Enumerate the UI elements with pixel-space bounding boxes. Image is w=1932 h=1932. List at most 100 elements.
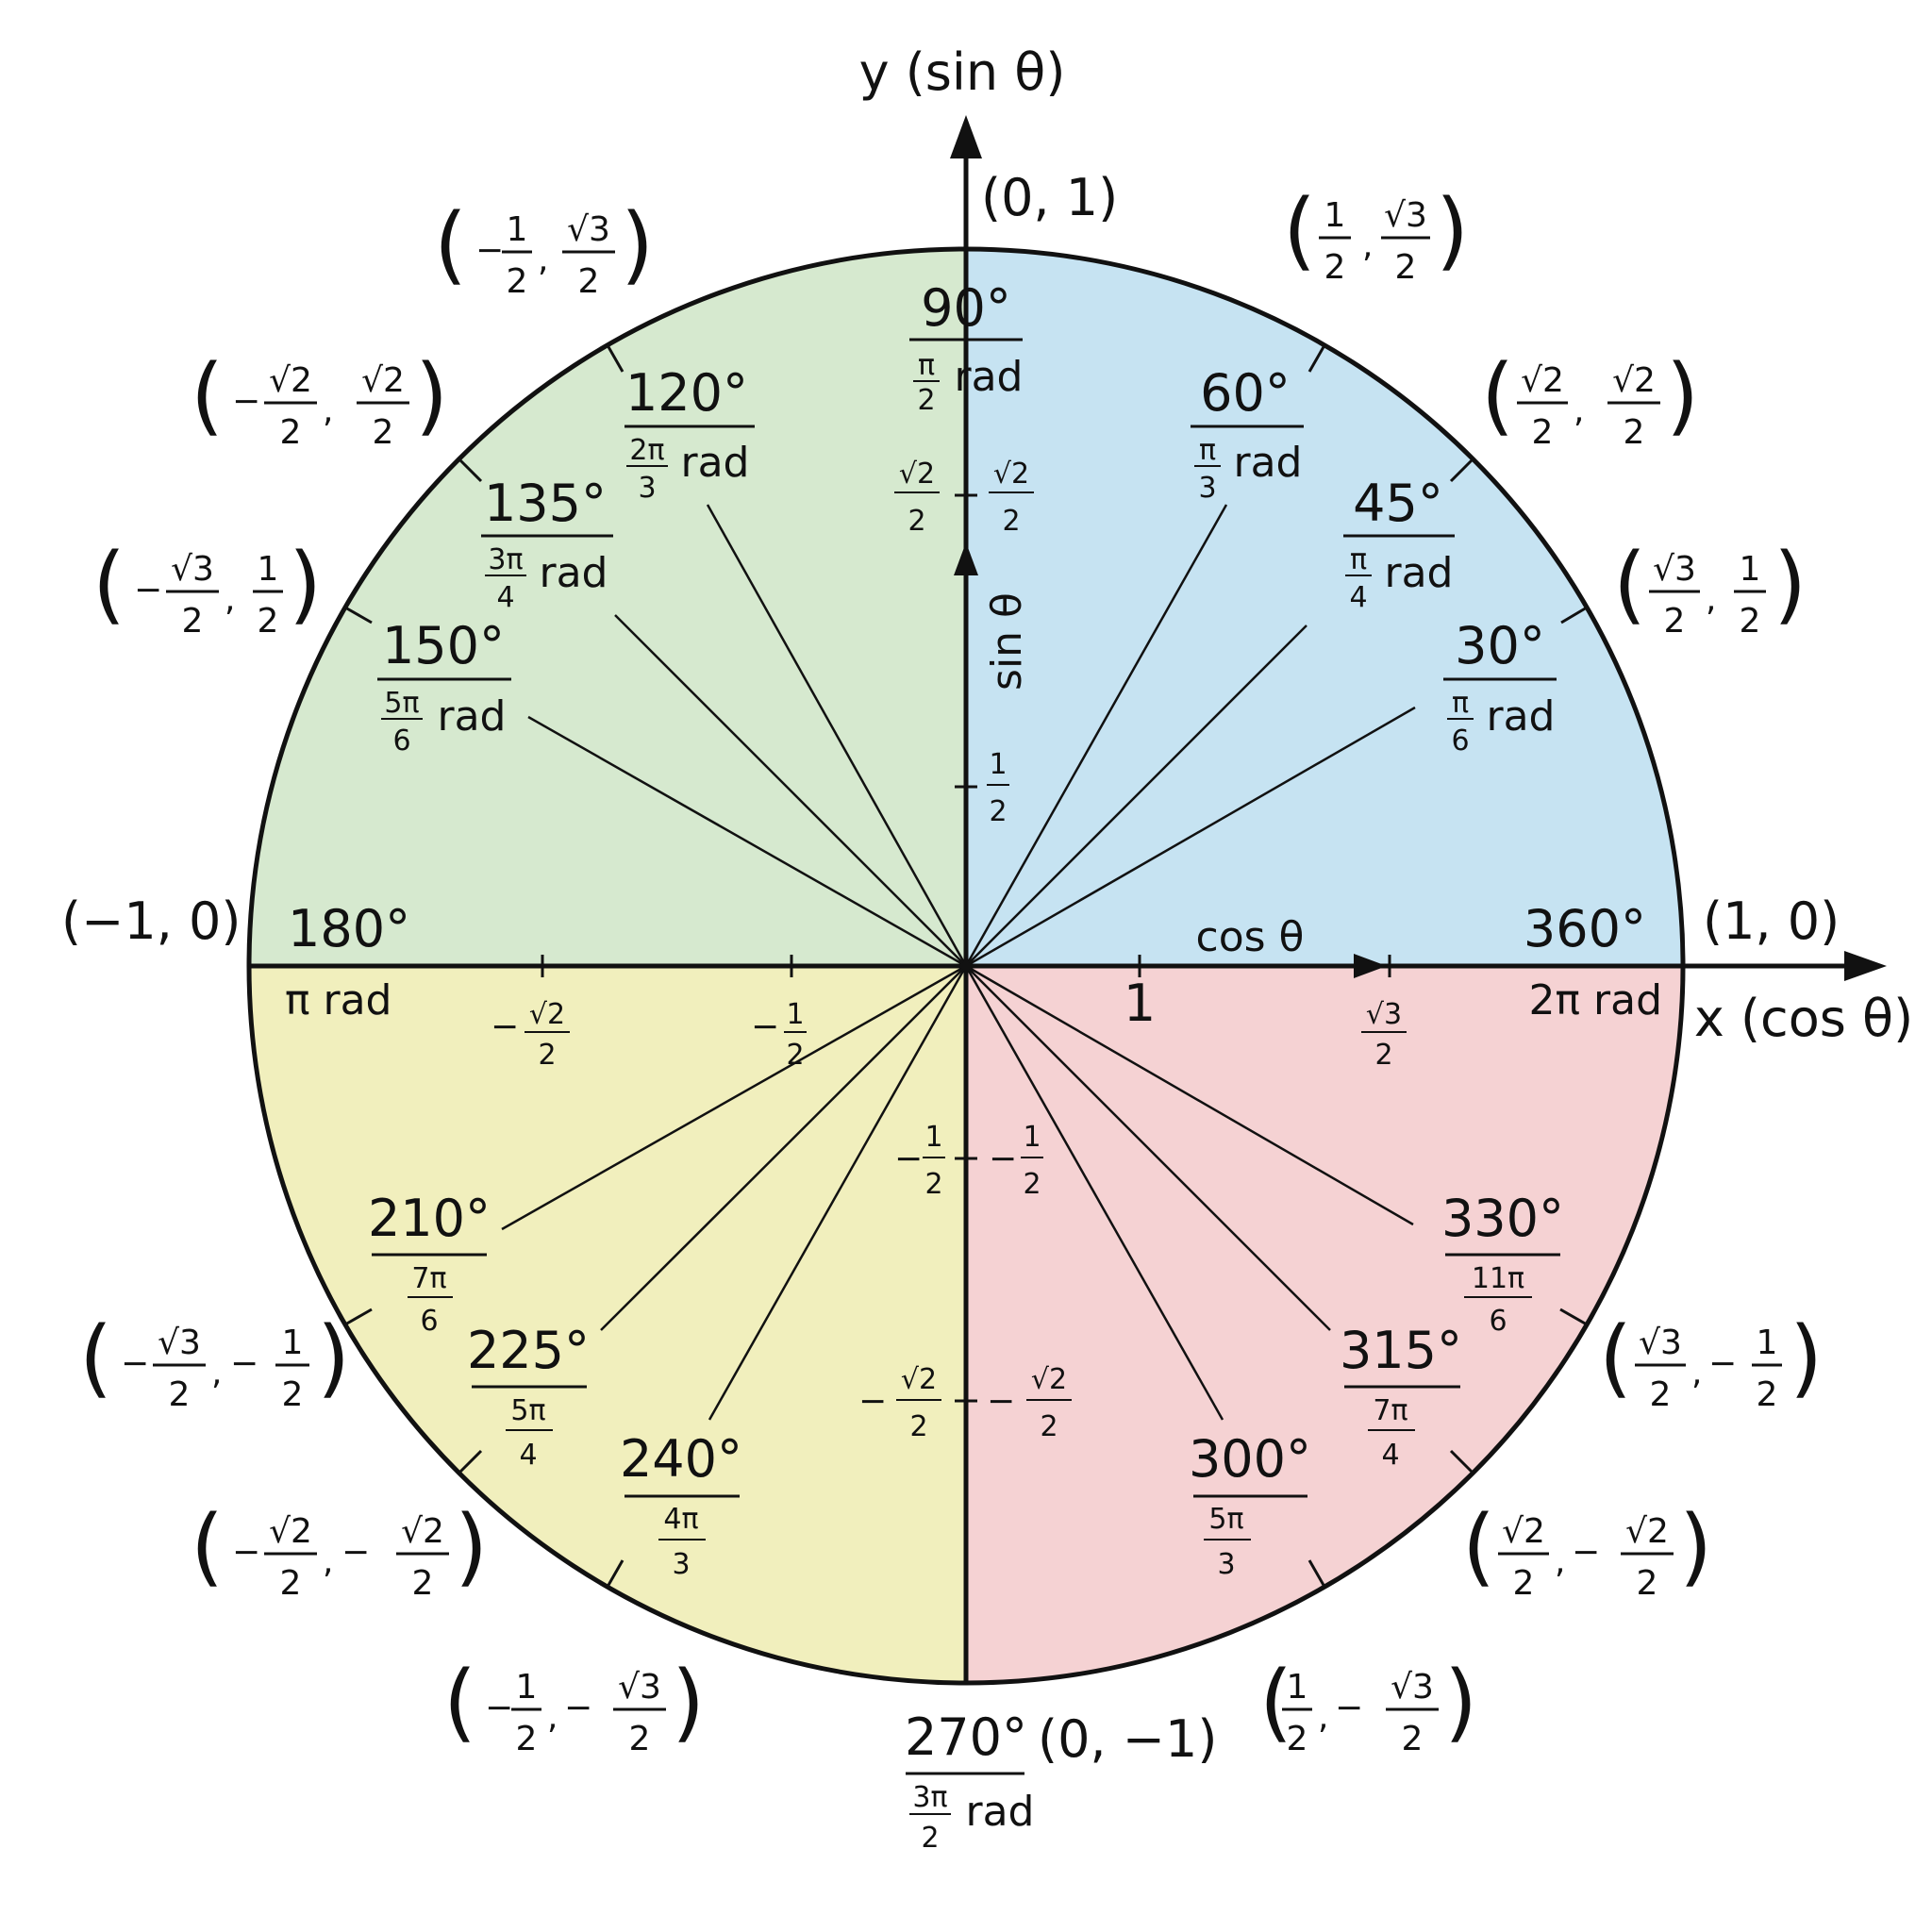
- svg-text:2: 2: [373, 413, 394, 452]
- angle-label-225: 225° 5π 4: [467, 1321, 590, 1472]
- svg-text:): ): [455, 1497, 488, 1596]
- svg-text:4π: 4π: [663, 1503, 698, 1536]
- svg-text:5π: 5π: [1208, 1503, 1243, 1536]
- coord-240: ( − 1 2 , − √3 2 ): [443, 1653, 705, 1758]
- svg-text:√3: √3: [1384, 196, 1427, 235]
- ray-225: [600, 965, 967, 1331]
- svg-text:4: 4: [496, 581, 514, 614]
- svg-text:2: 2: [182, 602, 204, 641]
- svg-text:−: −: [858, 1382, 887, 1421]
- svg-text:1: 1: [1757, 1324, 1778, 1362]
- svg-text:2: 2: [1395, 248, 1417, 287]
- sin-theta-label: sin θ: [983, 592, 1031, 691]
- circle-tick-marks: [344, 344, 1588, 1588]
- svg-text:): ): [1679, 1497, 1712, 1596]
- svg-text:2π: 2π: [629, 434, 664, 467]
- svg-text:150°: 150°: [382, 616, 505, 675]
- svg-text:,: ,: [547, 1698, 558, 1737]
- svg-text:−: −: [1572, 1533, 1600, 1572]
- coord-45: ( √2 2 , √2 2 ): [1481, 346, 1699, 452]
- svg-text:6: 6: [1451, 724, 1469, 758]
- svg-text:2: 2: [282, 1375, 304, 1414]
- svg-text:π: π: [1452, 687, 1469, 720]
- svg-text:rad: rad: [1487, 692, 1556, 741]
- svg-text:,: ,: [323, 1542, 333, 1581]
- svg-text:1: 1: [282, 1324, 304, 1362]
- ray-240: [708, 965, 968, 1421]
- svg-text:√2: √2: [993, 458, 1029, 491]
- svg-text:3π: 3π: [912, 1781, 947, 1814]
- svg-text:2π rad: 2π rad: [1529, 976, 1662, 1024]
- svg-text:2: 2: [169, 1375, 191, 1414]
- svg-text:−: −: [134, 571, 162, 609]
- x-tick-neg-1-2: − 1 2: [751, 998, 807, 1072]
- svg-text:6: 6: [1489, 1305, 1507, 1338]
- svg-text:2: 2: [412, 1564, 434, 1603]
- svg-text:2: 2: [924, 1168, 942, 1201]
- svg-text:,: ,: [1574, 391, 1584, 430]
- sin-arrow-icon: [954, 542, 978, 575]
- svg-text:3: 3: [1198, 472, 1216, 505]
- ray-315: [965, 965, 1331, 1331]
- svg-text:): ): [1436, 181, 1469, 280]
- svg-text:(: (: [1462, 1497, 1495, 1596]
- svg-text:√2: √2: [1521, 361, 1564, 400]
- svg-text:30°: 30°: [1455, 616, 1545, 675]
- svg-text:2: 2: [786, 1039, 804, 1072]
- coord-30: ( √3 2 , 1 2 ): [1613, 535, 1807, 641]
- svg-text:√2: √2: [401, 1512, 444, 1551]
- point-1-0: (1, 0): [1703, 891, 1840, 951]
- svg-text:): ): [1444, 1653, 1477, 1752]
- svg-text:rad: rad: [1385, 549, 1454, 597]
- svg-text:,: ,: [1362, 226, 1373, 265]
- svg-text:,: ,: [1691, 1354, 1702, 1392]
- svg-text:rad: rad: [1234, 439, 1303, 487]
- svg-text:rad: rad: [438, 692, 507, 741]
- svg-text:,: ,: [211, 1354, 222, 1392]
- svg-text:3π: 3π: [488, 543, 523, 576]
- svg-text:−: −: [485, 1689, 513, 1727]
- svg-text:2: 2: [1374, 1039, 1392, 1072]
- svg-text:√2: √2: [529, 998, 565, 1031]
- svg-text:(: (: [1599, 1308, 1632, 1407]
- svg-text:√2: √2: [1612, 361, 1656, 400]
- svg-text:π rad: π rad: [285, 976, 391, 1024]
- svg-text:2: 2: [258, 602, 279, 641]
- svg-text:225°: 225°: [467, 1321, 590, 1380]
- angle-label-210: 210° 7π 6: [368, 1189, 491, 1338]
- cos-theta-label: cos θ: [1196, 913, 1305, 961]
- svg-text:,: ,: [1555, 1542, 1565, 1581]
- y-tick-neg-sqrt2-2: − √2 2 − √2 2: [858, 1363, 1072, 1443]
- coord-135: ( − √2 2 , √2 2 ): [191, 346, 448, 452]
- svg-text:2: 2: [1624, 413, 1645, 452]
- ray-135: [614, 614, 967, 967]
- svg-text:−: −: [1335, 1689, 1363, 1727]
- svg-text:(: (: [434, 195, 467, 294]
- svg-text:45°: 45°: [1353, 474, 1443, 533]
- svg-text:−: −: [564, 1689, 592, 1727]
- svg-text:2: 2: [1740, 602, 1761, 641]
- svg-text:,: ,: [225, 580, 235, 619]
- ray-120: [706, 504, 968, 967]
- svg-text:4: 4: [1349, 581, 1367, 614]
- svg-text:(: (: [191, 1497, 224, 1596]
- svg-text:2: 2: [1402, 1720, 1424, 1758]
- svg-text:−: −: [1708, 1344, 1737, 1383]
- ray-210: [501, 964, 967, 1231]
- svg-text:1: 1: [1023, 1121, 1041, 1154]
- svg-text:3: 3: [638, 472, 656, 505]
- svg-text:(: (: [191, 346, 224, 445]
- svg-text:√3: √3: [567, 210, 610, 249]
- svg-text:2: 2: [629, 1720, 651, 1758]
- svg-text:2: 2: [1040, 1410, 1058, 1443]
- cos-arrow-icon: [1354, 954, 1387, 978]
- svg-text:√3: √3: [1391, 1668, 1434, 1707]
- y-tick-1-2: 1 2: [987, 748, 1009, 828]
- svg-text:): ): [621, 195, 654, 294]
- svg-text:2: 2: [908, 505, 925, 538]
- ray-330: [965, 964, 1414, 1226]
- svg-text:6: 6: [420, 1305, 438, 1338]
- svg-text:120°: 120°: [625, 363, 748, 423]
- svg-text:√2: √2: [361, 361, 405, 400]
- svg-text:60°: 60°: [1200, 363, 1291, 423]
